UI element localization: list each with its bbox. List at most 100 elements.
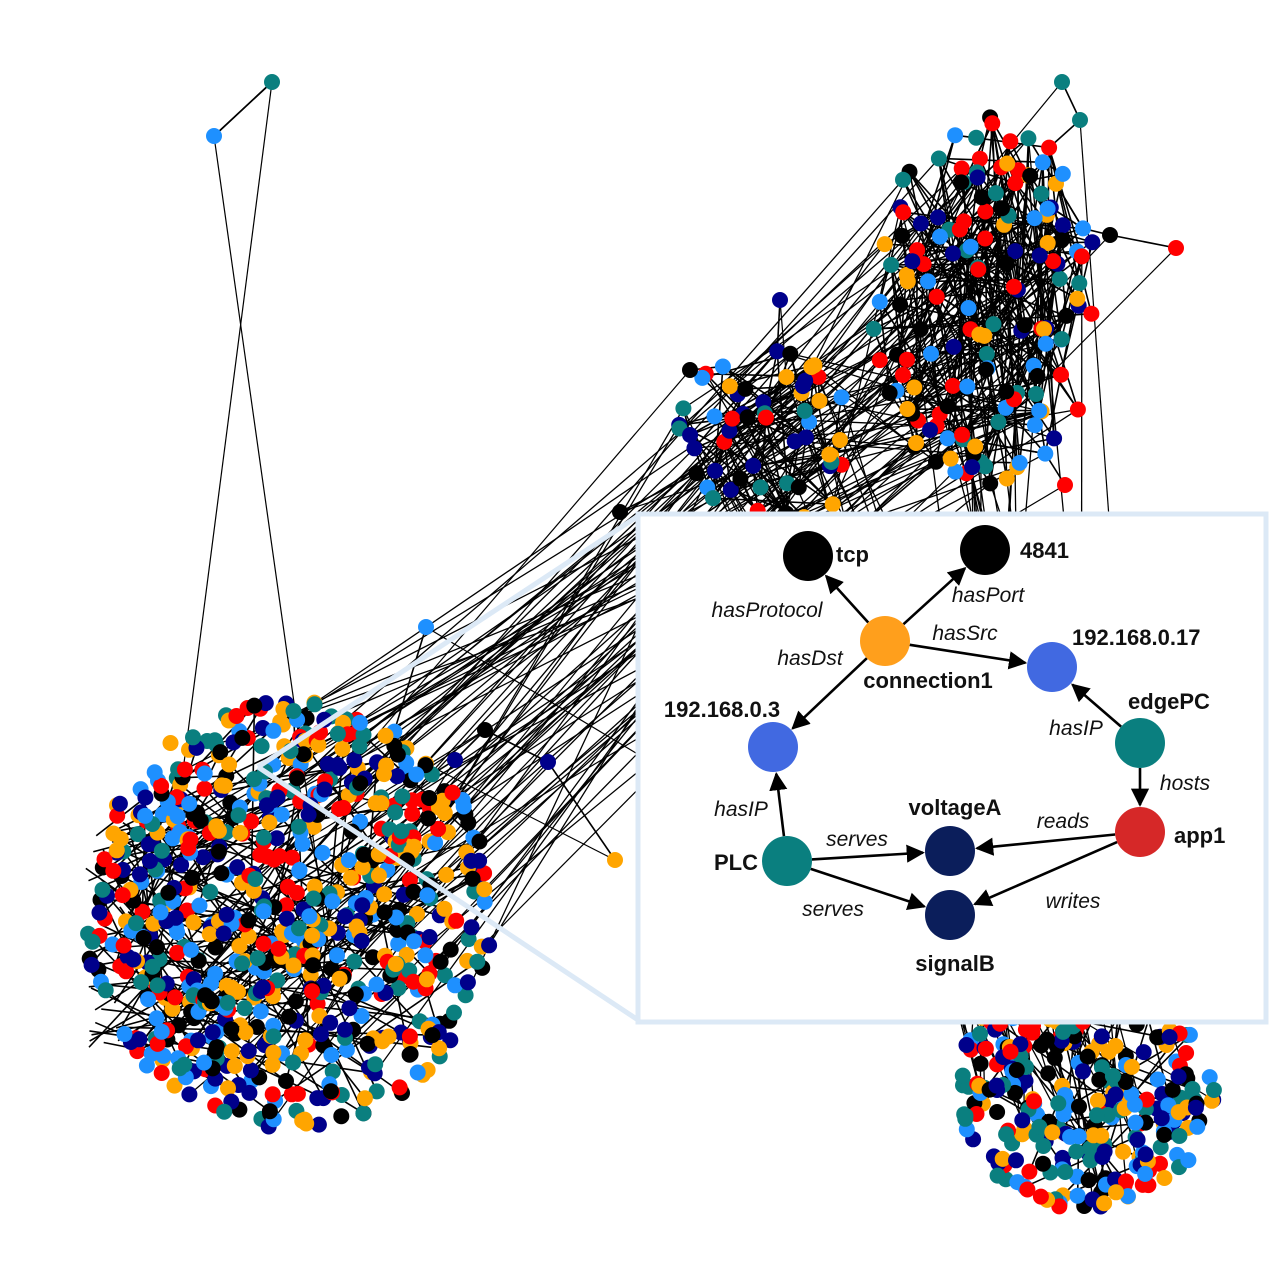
background-node <box>892 296 909 313</box>
background-node <box>288 884 305 901</box>
background-node <box>675 400 692 417</box>
background-node <box>973 189 990 206</box>
background-node <box>226 1058 243 1074</box>
background-node <box>688 465 705 482</box>
background-edge <box>907 227 1084 283</box>
background-node <box>1039 200 1056 217</box>
background-node <box>977 230 994 247</box>
background-edge <box>210 447 695 928</box>
background-node <box>1069 1187 1086 1204</box>
background-node <box>83 956 100 973</box>
background-node <box>1031 1118 1048 1135</box>
background-node <box>234 729 251 746</box>
background-node <box>707 462 724 479</box>
background-node <box>149 977 166 994</box>
background-node <box>266 851 282 868</box>
background-node <box>281 1008 297 1025</box>
background-node <box>141 853 158 869</box>
background-node <box>990 414 1007 430</box>
background-node <box>865 320 882 337</box>
background-node <box>368 976 385 993</box>
background-edge <box>779 299 787 378</box>
background-node <box>769 343 786 360</box>
background-edge <box>619 405 948 513</box>
background-node <box>1040 1065 1057 1082</box>
background-node <box>732 470 749 487</box>
background-node <box>999 155 1016 172</box>
background-edge <box>410 441 725 781</box>
background-node <box>471 833 488 850</box>
background-node <box>1069 290 1086 307</box>
background-node <box>376 904 393 921</box>
background-node <box>370 867 387 884</box>
background-node <box>833 389 850 406</box>
background-node <box>1080 1172 1097 1189</box>
background-node <box>348 918 365 935</box>
background-node <box>962 238 979 255</box>
inset-node-port <box>960 525 1010 575</box>
background-node <box>871 293 888 310</box>
background-node <box>939 430 956 447</box>
background-node <box>988 1077 1005 1094</box>
background-node <box>1028 386 1044 402</box>
background-node <box>1034 154 1051 171</box>
background-node <box>944 377 961 394</box>
background-node <box>1083 305 1100 322</box>
background-node <box>185 914 202 931</box>
background-node <box>131 1031 148 1048</box>
background-node <box>313 1026 329 1043</box>
background-node <box>237 1024 254 1041</box>
background-node <box>782 345 799 362</box>
background-node <box>1085 1127 1102 1144</box>
background-node <box>1149 1071 1166 1088</box>
background-node <box>1127 1114 1144 1131</box>
background-node <box>1201 1069 1218 1086</box>
background-node <box>337 908 354 925</box>
background-node <box>1079 1048 1096 1065</box>
background-node <box>278 1073 294 1089</box>
background-node <box>223 1043 240 1060</box>
edge-label-hasprotocol: hasProtocol <box>712 599 824 622</box>
inset-edge-connection1-ip17 <box>909 643 1028 670</box>
background-node <box>305 957 321 974</box>
background-node <box>1205 1082 1222 1098</box>
background-node <box>208 1039 225 1055</box>
background-node <box>477 722 493 738</box>
background-node <box>202 883 219 900</box>
background-node <box>285 1054 302 1071</box>
edge-label-writes: writes <box>1046 890 1101 913</box>
background-edge <box>89 859 408 1042</box>
background-node <box>871 352 888 369</box>
inset-nodes <box>748 525 1165 940</box>
background-edge <box>714 224 1005 472</box>
background-node <box>252 846 269 863</box>
background-node <box>408 766 425 783</box>
background-node <box>972 1055 989 1072</box>
background-graph-nodes <box>80 74 1222 1215</box>
background-node <box>129 826 146 843</box>
background-node <box>247 871 264 887</box>
background-node <box>1084 234 1101 251</box>
background-node <box>183 941 199 958</box>
background-edge <box>1005 407 1046 455</box>
background-node <box>1070 1128 1087 1145</box>
background-node <box>305 890 322 907</box>
background-node <box>942 450 959 467</box>
background-node <box>417 947 434 964</box>
background-node <box>1039 235 1056 251</box>
background-node <box>876 236 893 253</box>
background-edge <box>908 171 1062 341</box>
background-node <box>231 938 248 954</box>
node-label-app1: app1 <box>1174 823 1225 848</box>
background-node <box>1026 210 1043 227</box>
background-node <box>228 708 245 724</box>
background-node <box>955 213 972 230</box>
background-node <box>694 369 711 386</box>
background-node <box>181 795 198 812</box>
background-node <box>278 897 295 914</box>
background-node <box>969 169 986 186</box>
background-node <box>1054 74 1070 90</box>
background-node <box>436 900 453 917</box>
background-node <box>354 859 371 876</box>
background-node <box>133 974 150 991</box>
